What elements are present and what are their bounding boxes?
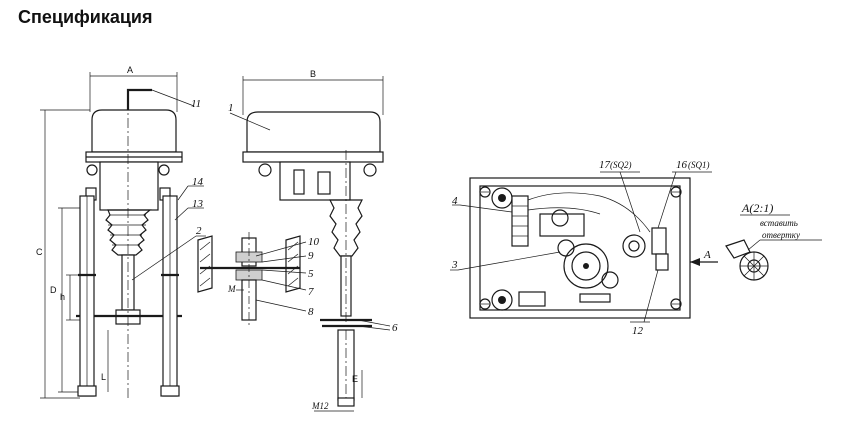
callout-10: 10 [308, 236, 320, 248]
dim-d-label: D [50, 285, 57, 295]
dim-c-label: C [36, 247, 43, 257]
page-title: Спецификация [18, 7, 153, 27]
callout-7: 7 [308, 286, 314, 298]
callout-9: 9 [308, 250, 314, 262]
callout-11: 11 [191, 98, 201, 110]
view-arrow-a-label: A [703, 249, 711, 261]
dim-b-label: B [310, 69, 316, 79]
dim-m-label: M [227, 284, 236, 294]
dim-l-label: L [101, 372, 106, 382]
dim-e-label: E [352, 374, 358, 384]
screwdriver-note-line2: отвертку [762, 230, 800, 240]
callout-3: 3 [451, 259, 458, 271]
callout-1: 1 [228, 102, 234, 114]
callout-17: 17 [599, 159, 611, 171]
callout-8: 8 [308, 306, 314, 318]
screwdriver-note-line1: вставить [760, 218, 798, 228]
front-view: A C D h L [36, 65, 206, 400]
dim-a-label: A [127, 65, 133, 75]
top-view: 4 3 17 (SQ2) 16 (SQ1) 12 A [450, 159, 718, 337]
callout-5: 5 [308, 268, 314, 280]
detail-view: M 10 9 5 7 8 [197, 232, 320, 325]
callout-16: 16 [676, 159, 688, 171]
zoom-view: A(2:1) вставить отвертку [725, 201, 822, 281]
callout-13: 13 [192, 198, 204, 210]
callout-14: 14 [192, 176, 204, 188]
callout-17-sub: (SQ2) [610, 160, 632, 170]
callout-4: 4 [452, 195, 458, 207]
side-view: B E M12 1 6 [228, 69, 398, 412]
callout-6: 6 [392, 322, 398, 334]
dim-h-label: h [60, 292, 65, 302]
callout-2: 2 [196, 225, 202, 237]
thread-m12-label: M12 [311, 401, 329, 411]
callout-12: 12 [632, 325, 644, 337]
zoom-view-title: A(2:1) [741, 201, 773, 215]
callout-16-sub: (SQ1) [688, 160, 710, 170]
